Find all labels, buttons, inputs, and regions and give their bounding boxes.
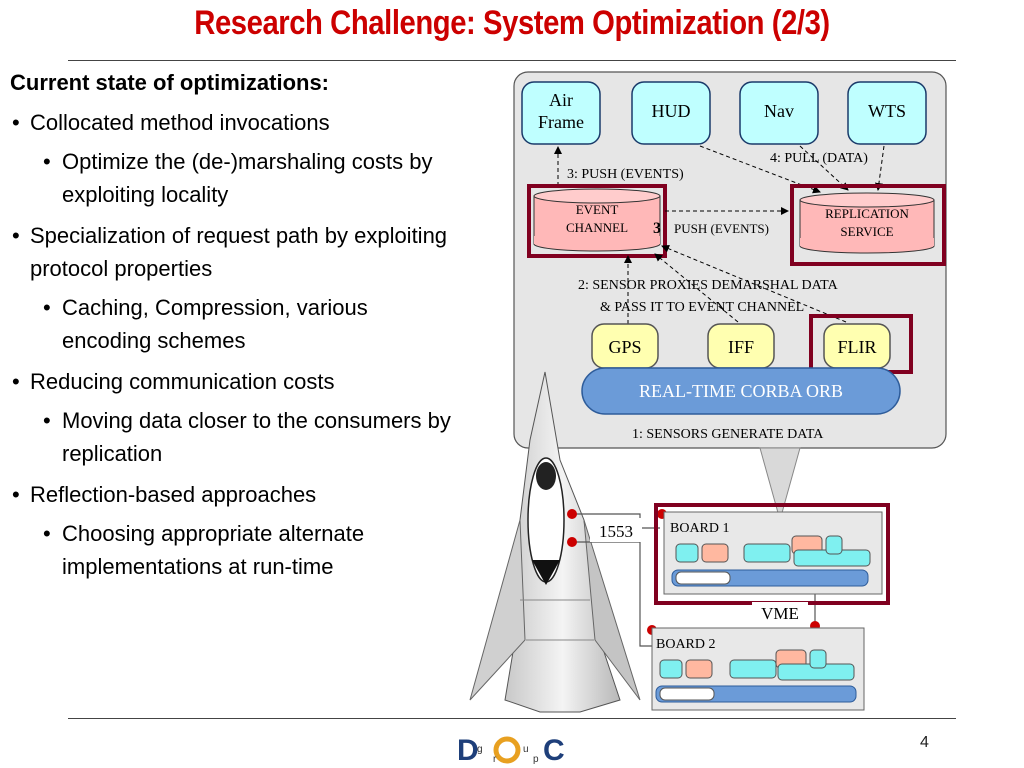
- replication-highlight: [790, 184, 946, 266]
- sub-bullet-item: • Moving data closer to the consumers by …: [10, 404, 460, 470]
- bullet-text: Caching, Compression, various encoding s…: [62, 295, 368, 353]
- board1-label: BOARD 1: [670, 521, 730, 536]
- bullet-text: Optimize the (de-)marshaling costs by ex…: [62, 149, 433, 207]
- vme-label-bg: [752, 602, 808, 624]
- bus-1553-label-bg: [590, 518, 642, 542]
- vme-label: VME: [761, 604, 799, 623]
- step2-label-1: 2: SENSOR PROXIES DEMARSHAL DATA: [578, 278, 839, 293]
- bullet-text: Choosing appropriate alternate implement…: [62, 521, 365, 579]
- iff-component: IFF: [707, 323, 775, 369]
- iff-label: IFF: [728, 337, 754, 357]
- bullet-dot: •: [43, 408, 51, 433]
- bullet-item: • Reflection-based approaches: [10, 478, 460, 511]
- bullet-text: Collocated method invocations: [30, 110, 330, 135]
- bus-1553-label: 1553: [599, 522, 633, 541]
- bullet-dot: •: [12, 482, 20, 507]
- nav-label: Nav: [764, 101, 794, 121]
- sub-bullet-item: • Optimize the (de-)marshaling costs by e…: [10, 145, 460, 211]
- sensor-arrow-iff: [654, 253, 739, 323]
- sub-bullet-item: • Caching, Compression, various encoding …: [10, 291, 460, 357]
- logo-small-u: u: [523, 744, 529, 755]
- step1-label: 1: SENSORS GENERATE DATA: [632, 427, 824, 442]
- event-channel-label-2: CHANNEL: [566, 220, 628, 235]
- bullet-list: Current state of optimizations: • Colloca…: [10, 70, 460, 591]
- corba-orb-bar: REAL-TIME CORBA ORB: [581, 367, 901, 415]
- flir-label: FLIR: [837, 337, 876, 357]
- air-frame-label-1: Air: [549, 90, 573, 110]
- step2-label-2: & PASS IT TO EVENT CHANNEL: [600, 300, 804, 315]
- step4-label: 4: PULL (DATA): [770, 151, 868, 166]
- hud-component: HUD: [631, 81, 711, 145]
- board-2: BOARD 2: [651, 627, 865, 711]
- doc-group-logo: D g O r u p C: [457, 734, 565, 766]
- replication-label-2: SERVICE: [840, 224, 893, 239]
- wts-component: WTS: [847, 81, 927, 145]
- logo-letter-c: C: [543, 734, 565, 766]
- bullet-dot: •: [43, 149, 51, 174]
- logo-small-g: g: [477, 744, 483, 755]
- event-channel-component: EVENT CHANNEL: [533, 188, 661, 252]
- pull-arrow-wts: [874, 145, 885, 191]
- sensor-arrow-flir: [661, 244, 847, 323]
- board2-label: BOARD 2: [656, 637, 716, 652]
- logo-letter-d: D: [457, 734, 479, 766]
- bullet-item: • Specialization of request path by explo…: [10, 219, 460, 285]
- nav-component: Nav: [739, 81, 819, 145]
- air-frame-label-2: Frame: [538, 112, 584, 132]
- title-divider: [68, 60, 956, 61]
- bullet-text: Reflection-based approaches: [30, 482, 317, 507]
- logo-small-r: r: [493, 754, 497, 765]
- board-1: BOARD 1: [663, 511, 883, 595]
- footer-divider: [68, 718, 956, 719]
- bullet-heading: Current state of optimizations:: [10, 70, 330, 95]
- sub-bullet-item: • Choosing appropriate alternate implemen…: [10, 517, 460, 583]
- bullet-text: Moving data closer to the consumers by r…: [62, 408, 451, 466]
- step3-mid-number: 3: [653, 220, 661, 237]
- bullet-dot: •: [12, 110, 20, 135]
- step3-top-label: 3: PUSH (EVENTS): [567, 167, 684, 182]
- bullet-text: Specialization of request path by exploi…: [30, 223, 448, 281]
- air-frame-component: Air Frame: [521, 81, 601, 145]
- pull-arrow-nav: [799, 145, 849, 191]
- slide-title: Research Challenge: System Optimization …: [194, 4, 830, 42]
- bullet-text: Reducing communication costs: [30, 369, 335, 394]
- flir-component: FLIR: [823, 323, 891, 369]
- bullet-dot: •: [43, 295, 51, 320]
- bus-connector: [567, 509, 577, 519]
- bullet-item: • Reducing communication costs: [10, 365, 460, 398]
- event-channel-highlight: [527, 184, 667, 258]
- event-channel-label-1: EVENT: [576, 202, 619, 217]
- replication-service-component: REPLICATION SERVICE: [799, 192, 935, 254]
- gps-label: GPS: [608, 337, 641, 357]
- bullet-item: • Collocated method invocations: [10, 106, 460, 139]
- page-number: 4: [920, 734, 929, 751]
- logo-letter-o-ring: [493, 736, 521, 764]
- bus-connector: [567, 537, 577, 547]
- hud-label: HUD: [652, 101, 691, 121]
- bullet-dot: •: [43, 521, 51, 546]
- gps-component: GPS: [591, 323, 659, 369]
- orb-label: REAL-TIME CORBA ORB: [639, 381, 843, 401]
- bullet-dot: •: [12, 223, 20, 248]
- zoom-wedge: [759, 447, 801, 522]
- bullet-dot: •: [12, 369, 20, 394]
- logo-small-p: p: [533, 754, 539, 765]
- fighter-jet-image: [469, 371, 641, 713]
- wts-label: WTS: [868, 101, 906, 121]
- step3-mid-label: PUSH (EVENTS): [674, 221, 769, 236]
- replication-label-1: REPLICATION: [825, 206, 909, 221]
